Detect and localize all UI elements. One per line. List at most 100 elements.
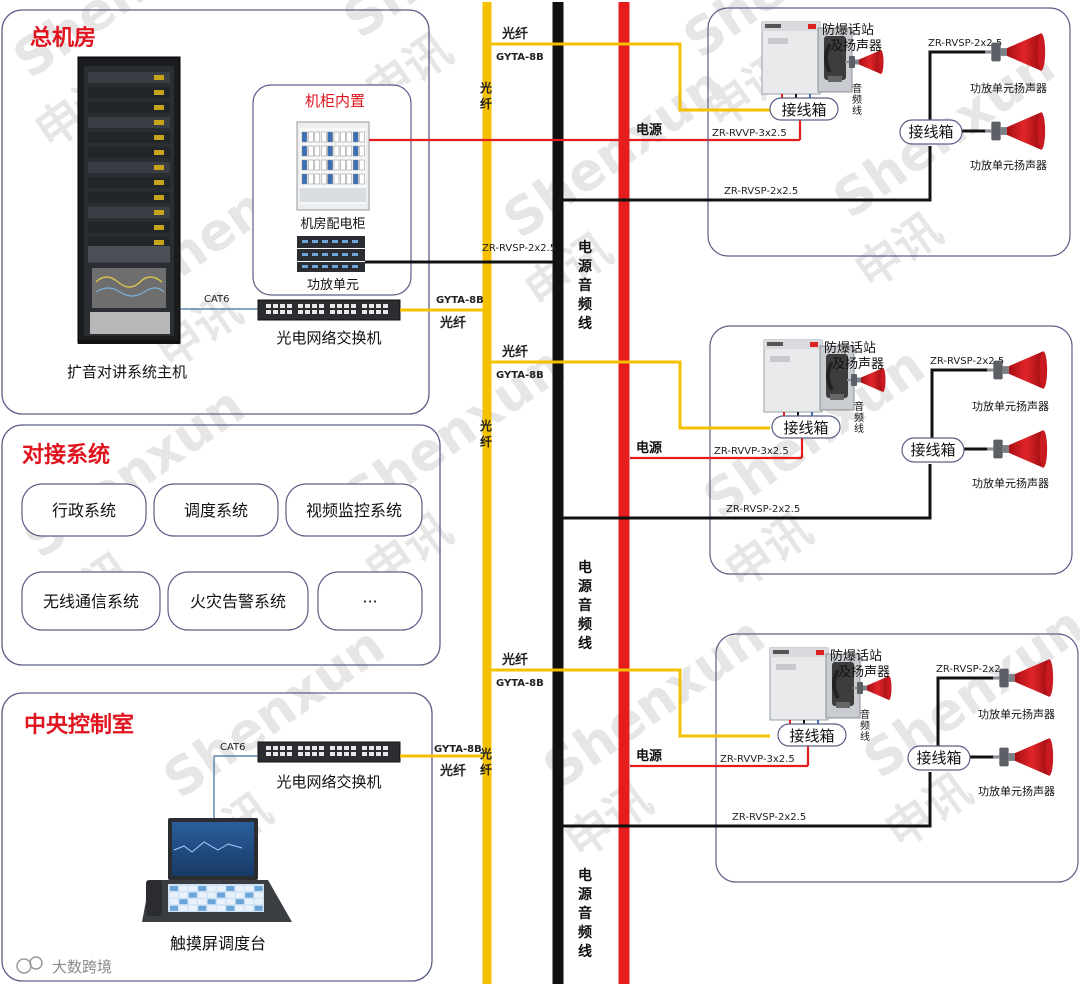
junction-box-speakers xyxy=(899,119,963,145)
rvsp-speaker-label: ZR-RVSP-2x2.5 xyxy=(928,38,1002,49)
machine-room-panel xyxy=(1,9,430,415)
power-cabinet-image xyxy=(296,121,370,211)
docking-system-label: 视频监控系统 xyxy=(306,501,402,520)
fiber-branch-label: 光纤 xyxy=(501,26,528,42)
amplifier-speaker-icon xyxy=(993,738,1054,776)
switch-1-label: 光电网络交换机 xyxy=(276,329,381,347)
watermark-brand: Shenxun xyxy=(533,606,776,801)
junction-box xyxy=(771,415,841,439)
audio-wire-char: 音 xyxy=(852,82,862,95)
machine-room-title: 总机房 xyxy=(30,25,96,51)
host-rack xyxy=(77,56,181,344)
watermark-brand: Shenxun xyxy=(493,56,736,251)
power-label: 电源 xyxy=(636,748,662,764)
fiber-vertical-label-2: 光纤 xyxy=(479,418,492,449)
docking-system-box: 无线通信系统 xyxy=(21,571,161,631)
phone-label-line1: 防爆话站 xyxy=(824,340,876,356)
amp-unit-image xyxy=(297,236,365,272)
docking-system-box: 火灾告警系统 xyxy=(167,571,309,631)
speaker-label-1: 功放单元扬声器 xyxy=(978,707,1055,721)
fiber-branch xyxy=(491,360,770,430)
cat6-label-1: CAT6 xyxy=(204,294,230,305)
rvvp-label: ZR-RVVP-3x2.5 xyxy=(714,446,789,457)
audio-wire-char: 频 xyxy=(852,93,862,106)
fiber-branch xyxy=(491,668,770,738)
fiber-vertical-label-1: 光纤 xyxy=(479,80,492,111)
switch-1-image xyxy=(257,299,401,321)
fiber-label-sw1: 光纤 xyxy=(439,315,466,331)
docking-system-label: 调度系统 xyxy=(184,501,248,520)
rvsp-speaker-label: ZR-RVSP-2x2.5 xyxy=(930,356,1004,367)
fiber-branch xyxy=(491,42,770,112)
trunk-label-3: 电源音频线 xyxy=(578,867,592,960)
touch-console-image xyxy=(142,818,292,922)
audio-branch xyxy=(563,772,932,828)
phone-label-line1: 防爆话站 xyxy=(830,648,882,664)
speaker-label-2: 功放单元扬声器 xyxy=(972,476,1049,490)
control-room-panel xyxy=(1,692,433,982)
rvsp-amp-label: ZR-RVSP-2x2.5 xyxy=(482,243,556,254)
speaker-label-1: 功放单元扬声器 xyxy=(972,399,1049,413)
audio-wire-char: 线 xyxy=(860,730,870,743)
rvvp-label: ZR-RVVP-3x2.5 xyxy=(712,128,787,139)
docking-system-label: ··· xyxy=(362,592,377,611)
gyta-label-sw2: GYTA-8B xyxy=(434,744,482,755)
switch-2-image xyxy=(257,741,401,763)
phone-label-line2: 及扬声器 xyxy=(838,665,890,680)
gyta-branch-label: GYTA-8B xyxy=(496,678,544,689)
credit-watermark: 大数跨境 xyxy=(16,956,112,976)
trunk-label-2: 电源音频线 xyxy=(578,559,592,652)
audio-wire-char: 线 xyxy=(854,422,864,435)
docking-system-box: 调度系统 xyxy=(153,483,279,537)
junction-box-speakers xyxy=(907,745,971,771)
gyta-branch-label: GYTA-8B xyxy=(496,52,544,63)
credit-text: 大数跨境 xyxy=(52,958,112,976)
station-panel xyxy=(707,7,1071,257)
docking-system-box: 行政系统 xyxy=(21,483,147,537)
control-room-title: 中央控制室 xyxy=(24,712,134,738)
phone-label-line2: 及扬声器 xyxy=(830,39,882,54)
touch-console-label: 触摸屏调度台 xyxy=(170,934,266,953)
cat6-label-2: CAT6 xyxy=(220,742,246,753)
amplifier-speaker-icon xyxy=(987,430,1048,468)
junction-box-label: 接线箱 xyxy=(781,101,826,119)
speaker-label-2: 功放单元扬声器 xyxy=(978,784,1055,798)
rvsp-main-label: ZR-RVSP-2x2.5 xyxy=(726,504,800,515)
rvvp-label: ZR-RVVP-3x2.5 xyxy=(720,754,795,765)
rvsp-speaker-label: ZR-RVSP-2x2 xyxy=(936,664,1001,675)
junction-box-label: 接线箱 xyxy=(783,419,828,437)
power-label: 电源 xyxy=(636,440,662,456)
power-cabinet-label: 机房配电柜 xyxy=(300,216,365,232)
cat6-cable-2 xyxy=(213,755,258,828)
docking-title: 对接系统 xyxy=(22,442,110,468)
audio-branch xyxy=(563,146,932,202)
docking-system-label: 行政系统 xyxy=(52,501,116,520)
station-1: 光纤 GYTA-8B 电源 ZR-RVVP-3x2.5 ZR-RVSP-2x2.5 防爆话… xyxy=(491,7,1071,257)
junction-box-speakers-label: 接线箱 xyxy=(910,441,955,459)
audio-wire-char: 音 xyxy=(860,708,870,721)
speaker-label-2: 功放单元扬声器 xyxy=(970,158,1047,172)
station-panel xyxy=(715,633,1079,883)
power-label: 电源 xyxy=(636,122,662,138)
phone-label-line1: 防爆话站 xyxy=(822,22,874,38)
audio-branch xyxy=(563,464,932,520)
fiber-branch-label: 光纤 xyxy=(501,652,528,668)
docking-system-label: 无线通信系统 xyxy=(43,592,139,611)
junction-box-speakers xyxy=(901,437,965,463)
audio-wire-char: 线 xyxy=(852,104,862,117)
speaker-label-1: 功放单元扬声器 xyxy=(970,81,1047,95)
junction-box-label: 接线箱 xyxy=(789,727,834,745)
docking-panel xyxy=(1,424,441,666)
cabinet-inner-title: 机柜内置 xyxy=(305,92,365,110)
audio-wire-char: 频 xyxy=(854,411,864,424)
watermark-brand: Shenxun xyxy=(13,376,256,571)
audio-wire-char: 频 xyxy=(860,719,870,732)
gyta-branch-label: GYTA-8B xyxy=(496,370,544,381)
station-panel xyxy=(709,325,1073,575)
trunk-label-1: 电源音频线 xyxy=(578,239,592,332)
junction-box xyxy=(777,723,847,747)
fiber-label-sw2: 光纤 xyxy=(439,763,466,779)
docking-system-box: 视频监控系统 xyxy=(285,483,423,537)
junction-box-speakers-label: 接线箱 xyxy=(908,123,953,141)
